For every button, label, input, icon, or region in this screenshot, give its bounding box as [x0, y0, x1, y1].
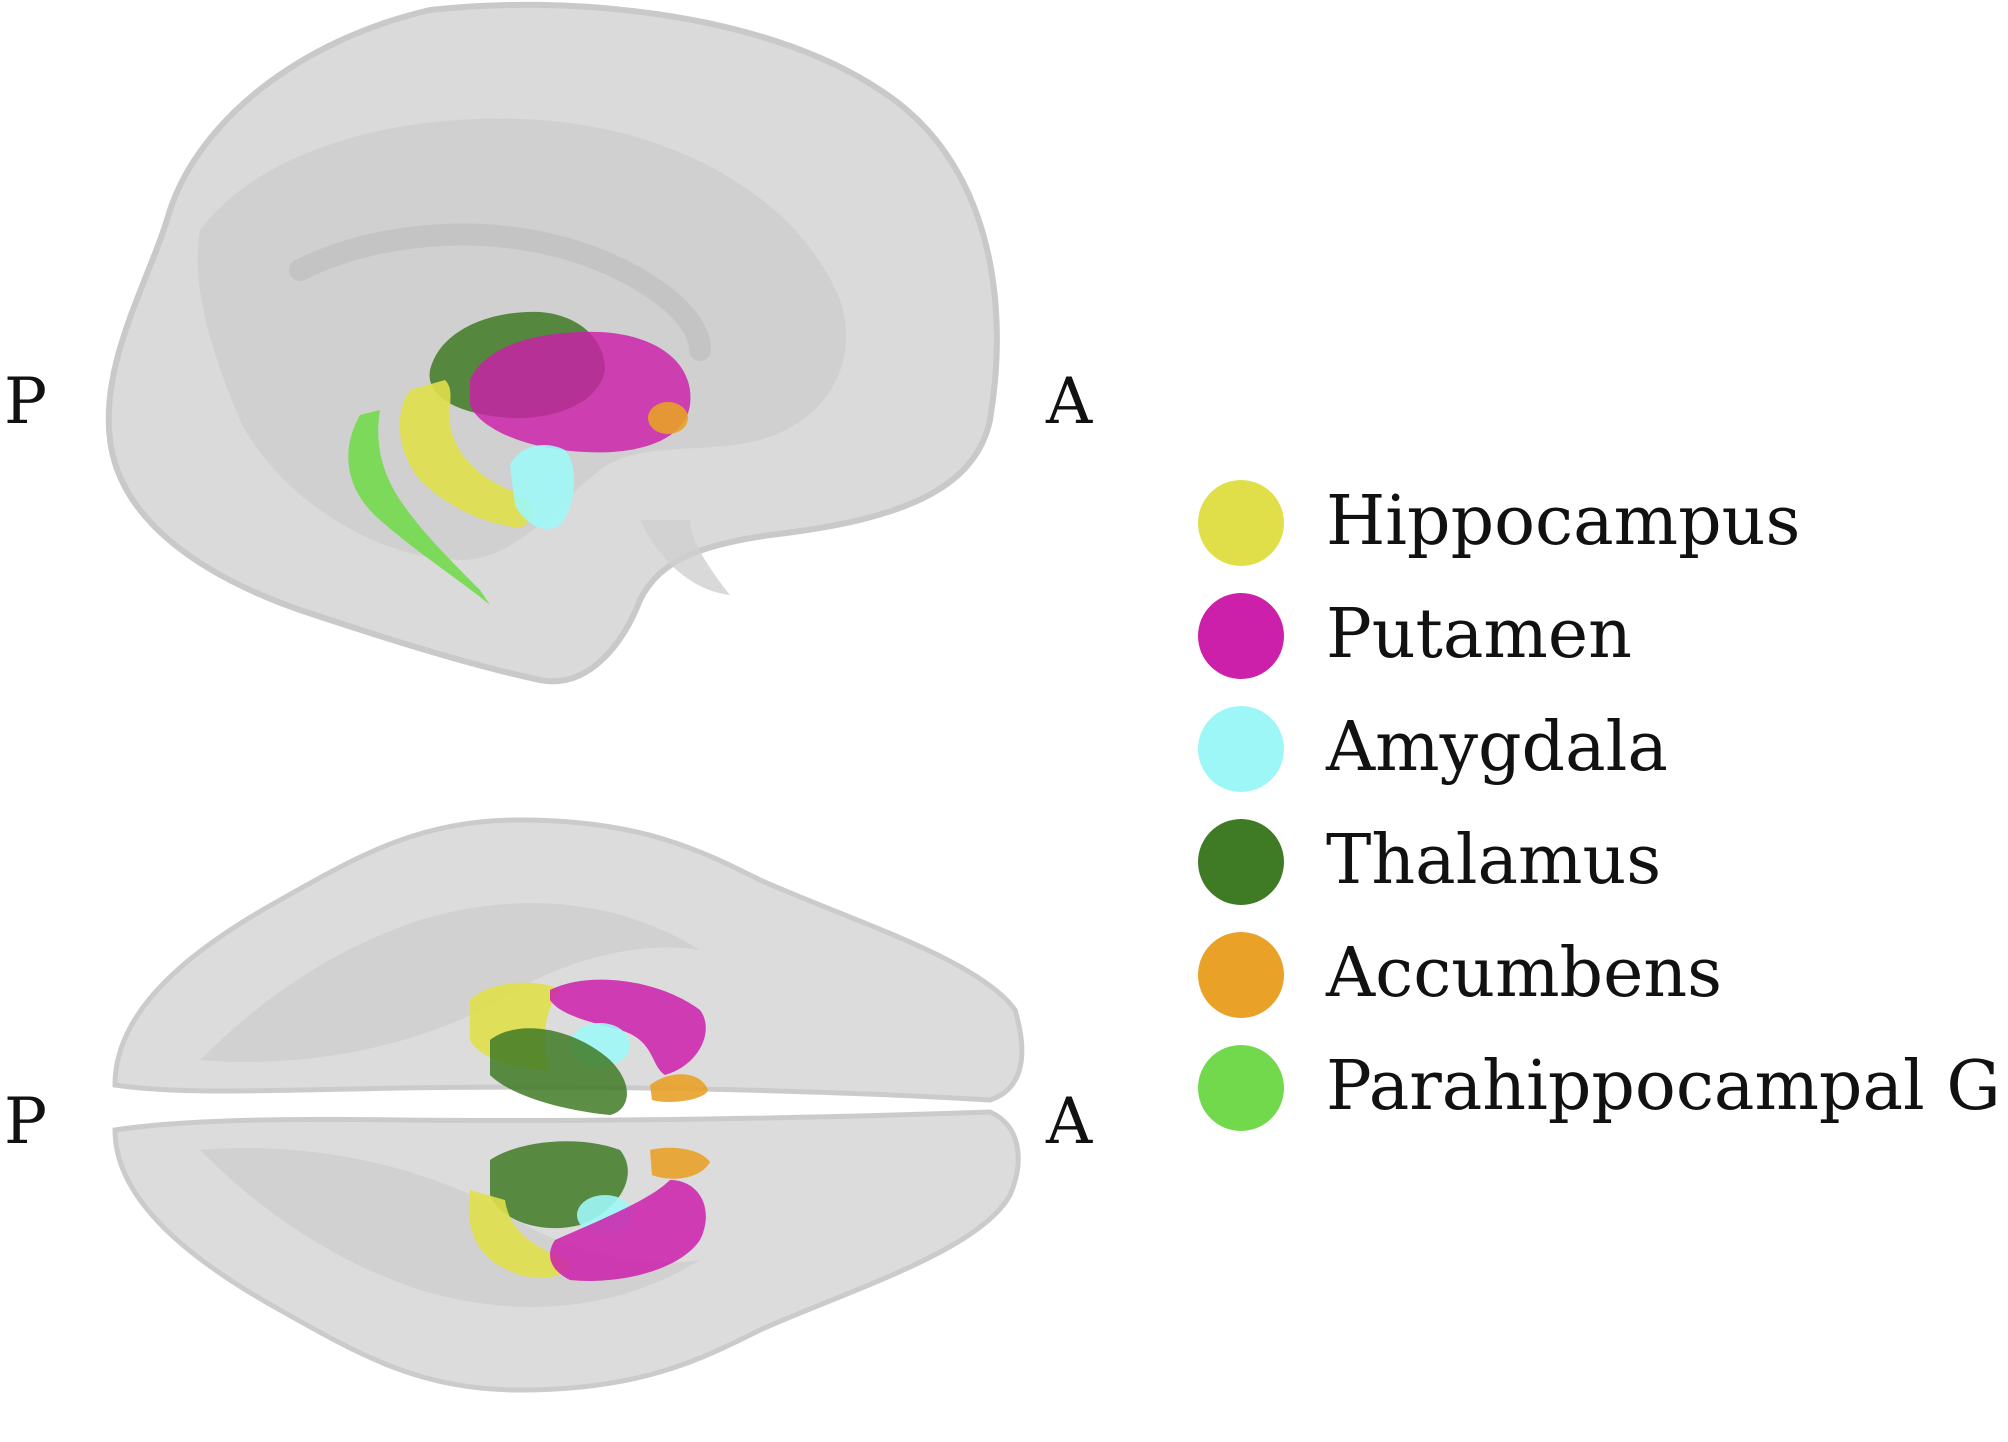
sagittal-accumbens [648, 402, 688, 434]
axial-putamen-upper [550, 979, 706, 1075]
legend-item-hippocampus: Hippocampus [1196, 480, 2008, 593]
axial-accumbens-upper [650, 1074, 708, 1102]
legend-label-hippocampus: Hippocampus [1326, 482, 1801, 561]
legend-swatch-parahippocampal-g [1198, 1045, 1284, 1131]
legend-label-thalamus: Thalamus [1326, 821, 1662, 900]
legend-label-amygdala: Amygdala [1326, 708, 1668, 787]
legend-label-putamen: Putamen [1326, 595, 1632, 674]
legend-swatch-accumbens [1198, 932, 1284, 1018]
legend-item-accumbens: Accumbens [1196, 932, 2008, 1045]
axial-accumbens-lower [650, 1147, 710, 1179]
legend-swatch-hippocampus [1198, 480, 1284, 566]
axial-inner-fold-upper [200, 903, 700, 1062]
sagittal-ventricle-arc [289, 223, 711, 361]
sagittal-amygdala [510, 445, 575, 529]
axial-posterior-label: P [4, 1085, 48, 1159]
sagittal-hippocampus [399, 380, 533, 528]
sagittal-posterior-label: P [4, 365, 48, 439]
legend-swatch-thalamus [1198, 819, 1284, 905]
axial-anterior-label: A [1046, 1085, 1093, 1159]
sagittal-temporal-lobe [640, 520, 730, 595]
sagittal-anterior-label: A [1046, 365, 1093, 439]
legend-item-amygdala: Amygdala [1196, 706, 2008, 819]
legend-item-putamen: Putamen [1196, 593, 2008, 706]
axial-thalamus-upper [490, 1028, 627, 1115]
axial-brain-view [112, 817, 1025, 1393]
axial-putamen-lower [550, 1180, 706, 1281]
legend-swatch-amygdala [1198, 706, 1284, 792]
sagittal-parahippocampal-gyrus [348, 410, 490, 605]
legend-swatch-putamen [1198, 593, 1284, 679]
legend-item-parahippocampal-g: Parahippocampal G [1196, 1045, 2008, 1158]
legend-item-thalamus: Thalamus [1196, 819, 2008, 932]
legend-label-parahippocampal-g: Parahippocampal G [1326, 1047, 2001, 1126]
legend-label-accumbens: Accumbens [1326, 934, 1723, 1013]
axial-hippocampus-lower [468, 1190, 570, 1278]
sagittal-putamen [470, 331, 691, 453]
sagittal-brain-view [105, 1, 1000, 685]
structure-legend: Hippocampus Putamen Amygdala Thalamus Ac… [1196, 480, 2008, 1158]
